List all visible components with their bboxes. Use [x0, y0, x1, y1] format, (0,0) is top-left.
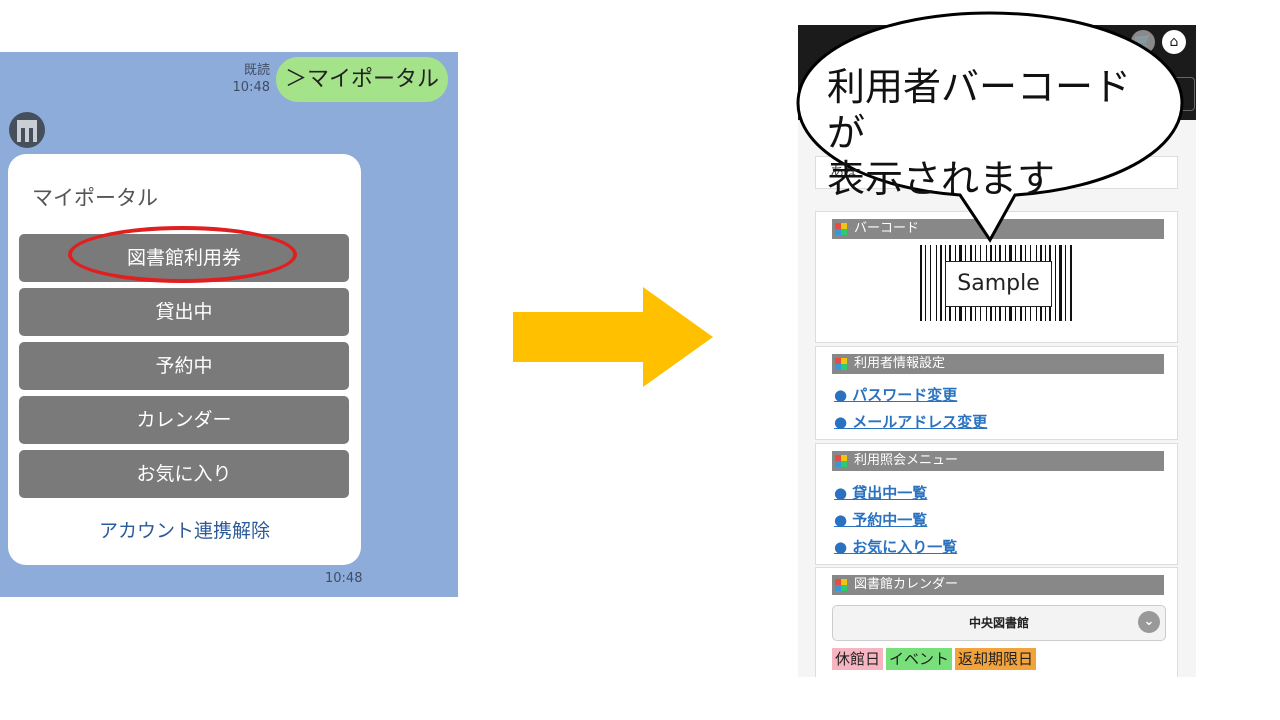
- callout-text: 利用者バーコードが 表示されます: [827, 64, 1167, 202]
- user-settings-title: 利用者情報設定: [854, 356, 946, 371]
- section-icon: [835, 223, 847, 235]
- favorites-list-link[interactable]: ● お気に入り一覧: [834, 538, 958, 556]
- home-icon[interactable]: ⌂: [1162, 30, 1186, 54]
- inquiry-menu-section: 利用照会メニュー ● 貸出中一覧 ● 予約中一覧 ● お気に入り一覧: [815, 443, 1178, 565]
- right-arrow-icon: [513, 287, 713, 387]
- line-chat-panel: 既読 10:48 ＞マイポータル マイポータル 図書館利用券 貸出中 予約中 カ…: [0, 52, 458, 597]
- speech-bubble: [796, 11, 1184, 243]
- barcode-bar: [930, 245, 931, 321]
- barcode-bar: [1065, 245, 1066, 321]
- library-select[interactable]: 中央図書館 ⌄: [832, 605, 1166, 641]
- section-icon: [835, 455, 847, 467]
- reservations-button[interactable]: 予約中: [19, 342, 349, 390]
- barcode-bar: [925, 245, 926, 321]
- calendar-header: 図書館カレンダー: [832, 575, 1164, 595]
- highlight-oval: [68, 226, 297, 283]
- barcode-bar: [1059, 245, 1062, 321]
- user-settings-section: 利用者情報設定 ● パスワード変更 ● メールアドレス変更: [815, 346, 1178, 440]
- barcode-sample-label: Sample: [945, 261, 1052, 307]
- outgoing-message-bubble: ＞マイポータル: [276, 57, 448, 102]
- user-settings-header: 利用者情報設定: [832, 354, 1164, 374]
- barcode-section: バーコード Sample: [815, 211, 1178, 343]
- card-time: 10:48: [325, 571, 363, 586]
- my-portal-card: マイポータル 図書館利用券 貸出中 予約中 カレンダー お気に入り アカウント連…: [8, 154, 361, 565]
- change-password-link[interactable]: ● パスワード変更: [834, 386, 958, 404]
- read-label: 既読: [243, 63, 270, 78]
- legend-due-date: 返却期限日: [955, 648, 1037, 670]
- selected-library: 中央図書館: [968, 616, 1029, 630]
- change-email-link[interactable]: ● メールアドレス変更: [834, 413, 988, 431]
- library-calendar-section: 図書館カレンダー 中央図書館 ⌄ 休館日 イベント 返却期限日: [815, 567, 1178, 677]
- legend-event: イベント: [886, 648, 953, 670]
- building-icon: [17, 120, 37, 142]
- calendar-button[interactable]: カレンダー: [19, 396, 349, 444]
- section-icon: [835, 358, 847, 370]
- on-loan-button[interactable]: 貸出中: [19, 288, 349, 336]
- barcode-bar: [936, 245, 937, 321]
- barcode-bar: [920, 245, 922, 321]
- card-title: マイポータル: [32, 186, 158, 210]
- barcode-section-title: バーコード: [854, 221, 920, 236]
- barcode-bar: [940, 245, 942, 321]
- section-icon: [835, 579, 847, 591]
- sent-time: 10:48: [232, 80, 270, 95]
- legend-closed-day: 休館日: [832, 648, 884, 670]
- chevron-down-icon: ⌄: [1138, 611, 1160, 633]
- favorites-button[interactable]: お気に入り: [19, 450, 349, 498]
- inquiry-menu-header: 利用照会メニュー: [832, 451, 1164, 471]
- callout-line1: 利用者バーコードが: [827, 65, 1132, 155]
- user-barcode: Sample: [920, 245, 1077, 321]
- reservations-list-link[interactable]: ● 予約中一覧: [834, 511, 928, 529]
- message-meta: 既読 10:48: [228, 62, 270, 96]
- barcode-bar: [1055, 245, 1056, 321]
- inquiry-menu-title: 利用照会メニュー: [854, 453, 959, 468]
- barcode-section-header: バーコード: [832, 219, 1164, 239]
- calendar-title: 図書館カレンダー: [854, 577, 959, 592]
- callout-line2: 表示されます: [827, 157, 1056, 201]
- barcode-bar: [1070, 245, 1072, 321]
- bot-avatar[interactable]: [9, 112, 45, 148]
- account-unlink-link[interactable]: アカウント連携解除: [98, 520, 270, 542]
- loans-list-link[interactable]: ● 貸出中一覧: [834, 484, 928, 502]
